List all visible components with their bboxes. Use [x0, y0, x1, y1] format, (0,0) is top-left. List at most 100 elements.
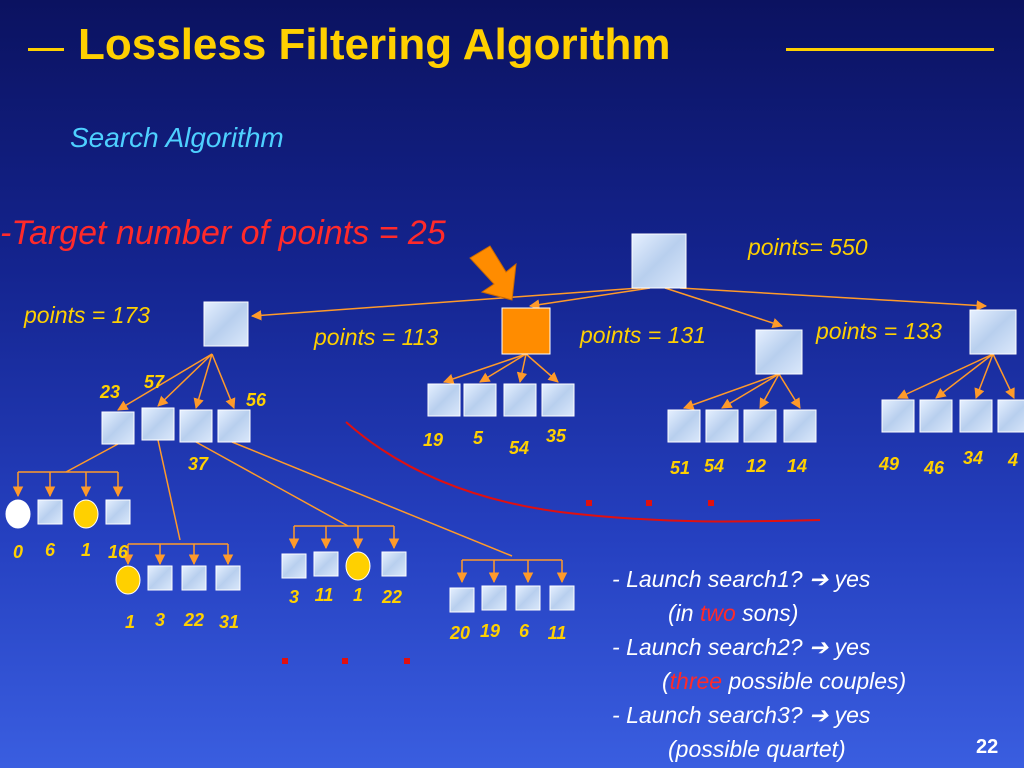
node-label: 6: [45, 540, 56, 560]
node-label: 46: [923, 458, 945, 478]
child4-sub-node: [919, 399, 953, 433]
bullet-dash: -: [612, 566, 627, 592]
edge-child4-2: [974, 353, 994, 399]
child4-sub-node: [997, 399, 1024, 433]
bullet-dash: -: [612, 634, 627, 660]
detail-text: sons): [735, 600, 799, 626]
node-label: 0: [13, 542, 23, 562]
detail-highlight: three: [669, 668, 723, 694]
g37-node: [515, 585, 541, 611]
child3-sub-node: [667, 409, 701, 443]
title-text: Lossless Filtering Algorithm: [78, 20, 671, 69]
detail-text: (: [662, 668, 670, 694]
child2-node-selected: [501, 307, 551, 355]
child3-node: [755, 329, 803, 375]
bullet-search1: - Launch search1? ➔ yes: [612, 562, 906, 596]
node-label: 31: [219, 612, 239, 632]
child2-points-label: points = 113: [314, 324, 439, 350]
node-label: 4: [1007, 450, 1018, 470]
g23-node: [105, 499, 131, 525]
edge-child2-1: [479, 353, 527, 383]
edge-56-group: [195, 441, 349, 527]
bullet-search3: - Launch search3? ➔ yes: [612, 698, 906, 732]
edge-root-child2: [528, 287, 651, 310]
node-circle-white: [5, 499, 31, 529]
edge-child4-3: [992, 353, 1015, 399]
edge-child1-1: [157, 353, 213, 407]
right-arrow-icon: ➔: [808, 634, 829, 660]
title-dash-right: [786, 48, 994, 51]
node-label: 11: [315, 585, 334, 605]
child1-node: [203, 301, 249, 347]
edge-child3-0: [683, 373, 780, 410]
node-label: 34: [963, 448, 983, 468]
g57-node: [181, 565, 207, 591]
child3-sub-node: [705, 409, 739, 443]
child4-sub-node: [881, 399, 915, 433]
child2-sub-node: [463, 383, 497, 417]
bullet-search2: - Launch search2? ➔ yes: [612, 630, 906, 664]
page-number: 22: [976, 736, 999, 758]
edge-child4-1: [935, 353, 994, 399]
child1-sub-node: [101, 411, 135, 445]
g57-node: [215, 565, 241, 591]
child1-sub-node: [217, 409, 251, 443]
child2-sub-node: [541, 383, 575, 417]
node-label: 20: [449, 623, 470, 643]
node-circle-yellow: [115, 565, 141, 595]
detail-highlight: two: [699, 600, 736, 626]
child3-sub-node: [783, 409, 817, 443]
node-label: 51: [670, 458, 690, 478]
node-label: 23: [99, 382, 120, 402]
node-label: 1: [125, 612, 135, 632]
node-circle-yellow: [73, 499, 99, 529]
bullet-search3-yes: yes: [828, 702, 871, 728]
bullet-search2-yes: yes: [828, 634, 871, 660]
node-label: 56: [246, 390, 267, 410]
bullet-search2-text: Launch search2?: [626, 634, 803, 660]
title-dash-left: [28, 48, 64, 51]
ellipsis-dot: [404, 658, 410, 664]
child1-sub-node: [141, 407, 175, 441]
node-label: 5: [473, 428, 484, 448]
node-label: 16: [108, 542, 129, 562]
node-label: 6: [519, 621, 530, 641]
edge-57-group: [157, 439, 181, 541]
bullet-search1-text: Launch search1?: [626, 566, 803, 592]
detail-text: possible couples): [722, 668, 907, 694]
search-boundary-curve: [345, 421, 821, 523]
bullet-search3-detail: (possible quartet): [612, 732, 906, 766]
node-label: 1: [353, 585, 363, 605]
selection-arrow-icon: [469, 245, 517, 301]
edge-23-group: [65, 443, 119, 473]
child3-sub-node: [743, 409, 777, 443]
right-arrow-icon: ➔: [808, 702, 829, 728]
g56-node: [281, 553, 307, 579]
node-label: 3: [289, 587, 299, 607]
ellipsis-dot: [342, 658, 348, 664]
g23-node: [37, 499, 63, 525]
edge-child1-3: [211, 353, 236, 409]
node-circle-yellow: [345, 551, 371, 581]
child3-points-label: points = 131: [580, 322, 706, 348]
child2-sub-node: [427, 383, 461, 417]
edge-child1-0: [117, 353, 213, 411]
child4-node: [969, 309, 1017, 355]
edge-child2-3: [525, 353, 559, 383]
target-text: -Target number of points = 25: [0, 214, 446, 252]
bullet-list: - Launch search1? ➔ yes (in two sons) - …: [612, 562, 906, 766]
edge-child2-0: [443, 353, 527, 384]
node-label: 12: [746, 456, 766, 476]
g37-node: [549, 585, 575, 611]
child4-points-label: points = 133: [816, 318, 942, 344]
edge-root-child3: [664, 287, 783, 329]
detail-text: (in: [668, 600, 700, 626]
root-points-label: points= 550: [748, 234, 868, 260]
node-label: 19: [480, 621, 500, 641]
edge-child1-2: [193, 353, 213, 410]
right-arrow-icon: ➔: [808, 566, 829, 592]
g56-node: [381, 551, 407, 577]
node-label: 11: [548, 623, 567, 643]
node-label: 37: [188, 454, 209, 474]
